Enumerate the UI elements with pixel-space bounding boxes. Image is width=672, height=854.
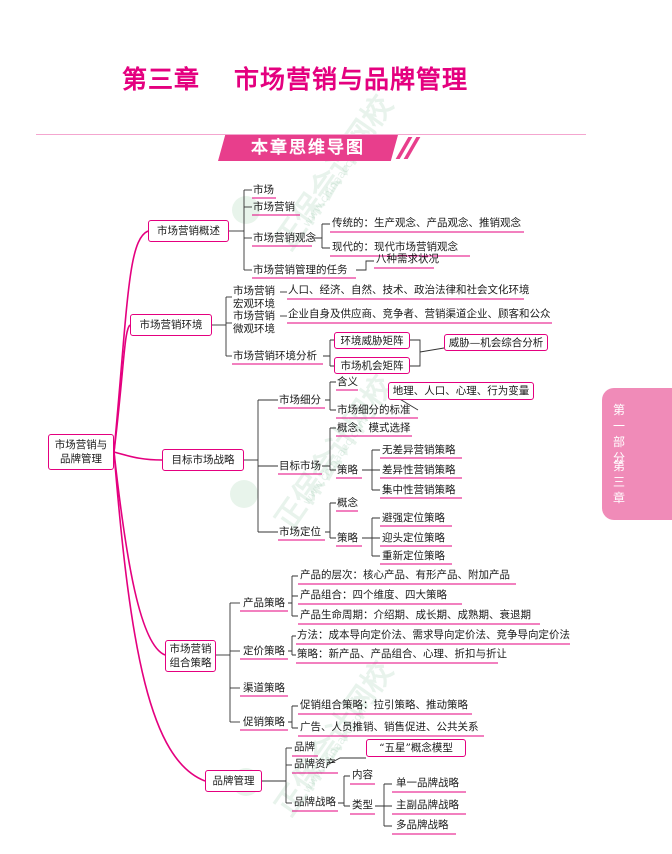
leaf-node: 市场营销宏观环境 xyxy=(233,285,275,310)
chapter-name: 市场营销与品牌管理 xyxy=(234,65,469,94)
leaf-node: 迎头定位策略 xyxy=(382,532,445,544)
leaf-box: 市场机会矩阵 xyxy=(334,357,410,374)
leaf-node: 市场 xyxy=(253,184,274,196)
leaf-node: 品牌战略 xyxy=(294,796,336,808)
root-connector xyxy=(113,451,166,656)
leaf-label: 环境威胁矩阵 xyxy=(340,334,404,347)
root-connector xyxy=(113,230,149,453)
branch-node: 市场营销组合策略 xyxy=(165,640,216,672)
leaf-node: 市场营销管理的任务 xyxy=(253,264,348,276)
leaf-label: 地理、人口、心理、行为变量 xyxy=(392,385,530,397)
leaf-node: 内容 xyxy=(352,769,373,781)
branch-label: 目标市场战略 xyxy=(171,454,235,466)
root-connector xyxy=(113,324,131,453)
root-connector xyxy=(113,451,206,782)
leaf-node: 多品牌战略 xyxy=(396,819,449,831)
leaf-node: 策略：新产品、产品组合、心理、折扣与折让 xyxy=(297,648,507,660)
leaf-node: 策略 xyxy=(337,532,358,544)
root-label: 市场营销与品牌管理 xyxy=(54,439,108,465)
branch-node: 品牌管理 xyxy=(205,770,262,792)
leaf-label: 市场机会矩阵 xyxy=(340,359,404,372)
leaf-node: 主副品牌战略 xyxy=(396,799,459,811)
leaf-node: 集中性营销策略 xyxy=(382,484,456,496)
leaf-node: 单一品牌战略 xyxy=(396,777,459,789)
leaf-node: 含义 xyxy=(337,376,358,388)
leaf-node: 避强定位策略 xyxy=(382,512,445,524)
leaf-node: 市场定位 xyxy=(279,526,321,538)
title-divider xyxy=(36,134,586,135)
branch-node: 市场营销环境 xyxy=(130,314,212,336)
branch-label: 市场营销概述 xyxy=(157,225,220,237)
leaf-node: 产品策略 xyxy=(243,597,285,609)
branch-node: 目标市场战略 xyxy=(162,449,244,471)
leaf-box: 地理、人口、心理、行为变量 xyxy=(388,382,534,400)
leaf-node: 市场营销微观环境 xyxy=(233,310,275,335)
leaf-node: 人口、经济、自然、技术、政治法律和社会文化环境 xyxy=(288,284,530,296)
branch-label: 品牌管理 xyxy=(212,775,255,787)
leaf-node: 企业自身及供应商、竞争者、营销渠道企业、顾客和公众 xyxy=(288,308,551,320)
leaf-node: 类型 xyxy=(352,799,373,811)
chapter-number: 第三章 xyxy=(122,65,201,94)
leaf-label: 威胁—机会综合分析 xyxy=(448,336,544,349)
leaf-node: 策略 xyxy=(337,464,358,476)
chapter-side-tab: 第一部分 第三章 xyxy=(602,388,672,520)
leaf-node: 市场营销 xyxy=(253,201,295,213)
leaf-node: 市场营销环境分析 xyxy=(233,350,317,362)
leaf-box: 环境威胁矩阵 xyxy=(334,332,410,349)
leaf-node: 概念 xyxy=(337,497,358,509)
section-banner: 本章思维导图 xyxy=(218,135,398,161)
chapter-title: 第三章 市场营销与品牌管理 xyxy=(122,60,468,96)
leaf-node: 品牌资产 xyxy=(294,758,336,770)
leaf-node: 产品的层次：核心产品、有形产品、附加产品 xyxy=(300,569,510,581)
leaf-node: 产品生命周期：介绍期、成长期、成熟期、衰退期 xyxy=(300,609,531,621)
leaf-node: 市场营销观念 xyxy=(253,232,316,244)
leaf-node: 传统的：生产观念、产品观念、推销观念 xyxy=(332,217,521,229)
leaf-node: 品牌 xyxy=(294,741,315,753)
leaf-node: 市场细分的标准 xyxy=(337,404,411,416)
leaf-node: 广告、人员推销、销售促进、公共关系 xyxy=(300,721,479,733)
leaf-node: 市场细分 xyxy=(279,394,321,406)
branch-label: 市场营销环境 xyxy=(139,319,203,331)
leaf-node: 产品组合：四个维度、四大策略 xyxy=(300,589,447,601)
leaf-node: 方法：成本导向定价法、需求导向定价法、竞争导向定价法 xyxy=(297,629,570,641)
leaf-node: 无差异营销策略 xyxy=(382,444,456,456)
branch-node: 市场营销概述 xyxy=(148,220,229,242)
leaf-node: 渠道策略 xyxy=(243,682,285,694)
leaf-box: “五星”概念模型 xyxy=(366,739,466,757)
leaf-node: 促销组合策略：拉引策略、推动策略 xyxy=(300,699,468,711)
side-tab-chapter: 第三章 xyxy=(612,459,625,505)
leaf-node: 概念、模式选择 xyxy=(337,422,411,434)
root-connector xyxy=(113,451,163,461)
leaf-label: “五星”概念模型 xyxy=(379,742,453,754)
leaf-node: 现代的：现代市场营销观念 xyxy=(332,241,458,253)
watermark-logo-icon xyxy=(232,196,260,224)
branch-label: 市场营销组合策略 xyxy=(169,643,212,669)
leaf-node: 目标市场 xyxy=(279,460,321,472)
side-tab-part: 第一部分 xyxy=(612,403,625,465)
watermark-logo-icon xyxy=(230,480,258,508)
leaf-box: 威胁—机会综合分析 xyxy=(444,334,548,351)
leaf-node: 重新定位策略 xyxy=(382,550,445,562)
leaf-node: 定价策略 xyxy=(243,645,285,657)
leaf-node: 促销策略 xyxy=(243,716,285,728)
leaf-node: 八种需求状况 xyxy=(376,253,439,265)
leaf-node: 差异性营销策略 xyxy=(382,464,456,476)
root-node: 市场营销与品牌管理 xyxy=(48,434,114,470)
